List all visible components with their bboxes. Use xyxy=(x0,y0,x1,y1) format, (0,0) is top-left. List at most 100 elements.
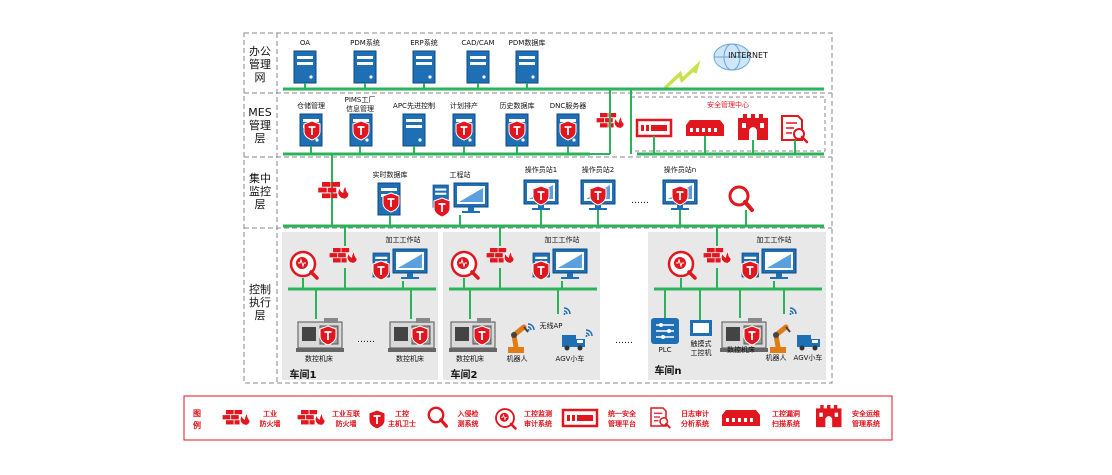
log-audit-icon xyxy=(780,114,809,144)
central-node-opn: 操作员站n xyxy=(662,165,698,211)
mes-node-label: 计划排产 xyxy=(450,101,478,110)
office-node-label: PDM数据库 xyxy=(509,38,546,47)
central-node-op2: 操作员站2 xyxy=(580,165,616,211)
legend-item-host-guard: 工控 主机卫士 xyxy=(368,409,416,430)
station-label: 加工工作站 xyxy=(545,235,580,244)
central-node-label: 操作员站2 xyxy=(582,165,614,174)
machine-label: 数控机床 xyxy=(305,354,333,363)
mes-node-label: 仓储管理 xyxy=(297,101,325,110)
office-node-oa: OA xyxy=(293,39,317,84)
legend-item-label: 统一安全 xyxy=(608,409,637,418)
central-layer: 实时数据库 工程站 操作员站1 操作员站2 …… 操作员站n xyxy=(283,154,824,228)
shield-icon xyxy=(743,325,761,346)
legend-item-label: 日志审计 xyxy=(681,409,709,418)
machine-label: 数控机床 xyxy=(727,345,755,354)
diagram-frame xyxy=(243,32,833,384)
central-node-label: 工程站 xyxy=(450,170,471,179)
layer-label-office: 办公 管理 网 xyxy=(249,45,271,84)
layer-label-central-2: 监控 xyxy=(249,184,271,198)
machine-label: 数控机床 xyxy=(456,354,484,363)
office-node-label: OA xyxy=(300,39,310,47)
shield-icon xyxy=(589,185,607,206)
legend-item-ids: 入侵检 测系统 xyxy=(427,406,479,428)
workshop-n-name: 车间n xyxy=(654,364,681,377)
layer-label-office-1: 办公 xyxy=(249,45,271,58)
layer-label-office-2: 管理 xyxy=(249,57,271,71)
shield-icon xyxy=(303,120,321,141)
shield-icon xyxy=(319,325,337,346)
scanner-icon xyxy=(722,410,760,426)
shield-icon xyxy=(352,120,370,141)
mes-node-label: PIMS工厂 xyxy=(345,96,376,104)
lightning-icon xyxy=(663,60,701,90)
layer-label-mes: MES 管理 层 xyxy=(248,106,271,145)
legend-item-scanner: 工控漏洞 扫描系统 xyxy=(722,409,800,428)
legend-item-label-2: 防火墙 xyxy=(260,419,281,428)
ap-label: 无线AP xyxy=(539,321,562,330)
layer-label-office-3: 网 xyxy=(255,71,266,84)
office-node-label: CAD/CAM xyxy=(461,39,494,47)
central-node-eng-station: 工程站 xyxy=(432,170,489,218)
legend-item-label: 工业互联 xyxy=(332,409,361,418)
legend-item-label: 工控监测 xyxy=(524,409,552,418)
workshop-2-name: 车间2 xyxy=(451,368,478,381)
layer-label-control-3: 层 xyxy=(255,309,266,322)
audit-icon xyxy=(450,250,480,280)
plc-label: PLC xyxy=(658,346,671,354)
legend-item-label: 工控 xyxy=(395,409,409,418)
server-icon xyxy=(466,50,490,84)
shield-icon xyxy=(455,120,473,141)
central-node-label: 操作员站1 xyxy=(525,165,557,174)
layer-label-control: 控制 执行 层 xyxy=(249,282,271,322)
layer-label-central-3: 层 xyxy=(255,198,266,211)
scanner-icon xyxy=(686,120,724,136)
central-ellipsis: …… xyxy=(631,196,649,206)
server-icon xyxy=(515,50,539,84)
shield-icon xyxy=(532,260,550,281)
workshop-ellipsis: …… xyxy=(615,336,633,346)
legend-item-log-audit: 日志审计 分析系统 xyxy=(650,407,709,429)
mes-node-label: DNC服务器 xyxy=(550,101,587,110)
audit-icon xyxy=(667,250,697,280)
office-layer: OA PDM系统 ERP系统 CAD/CAM PDM数据库 INTERNET xyxy=(283,38,824,91)
layer-label-control-2: 执行 xyxy=(249,295,271,309)
office-node-cad: CAD/CAM xyxy=(461,39,495,84)
shield-icon xyxy=(508,120,526,141)
station-label: 加工工作站 xyxy=(757,235,792,244)
server-icon xyxy=(402,113,426,147)
plc-icon xyxy=(650,317,680,345)
layer-label-central: 集中 监控 层 xyxy=(249,171,271,211)
internet-label: INTERNET xyxy=(728,51,768,60)
machine-ellipsis: …… xyxy=(357,335,375,345)
server-icon xyxy=(293,50,317,84)
central-node-label: 实时数据库 xyxy=(373,170,408,179)
layer-label-central-1: 集中 xyxy=(249,171,271,185)
mes-node-label: APC先进控制 xyxy=(393,101,435,110)
office-node-pdm-db: PDM数据库 xyxy=(509,38,546,84)
shield-icon xyxy=(473,325,491,346)
mes-node-history-db: 历史数据库 xyxy=(500,101,535,147)
machine-label: 数控机床 xyxy=(396,354,424,363)
shield-icon xyxy=(433,197,451,218)
legend: 图 例 工业 防火墙 工业互联 防火墙 工控 主机卫士 入侵检 测系统 工控监测… xyxy=(183,395,893,441)
legend-item-industrial-firewall: 工业 防火墙 xyxy=(222,409,281,428)
monitor-icon xyxy=(453,182,489,214)
office-node-label: PDM系统 xyxy=(350,38,380,47)
legend-item-ops: 安全运维 管理系统 xyxy=(816,405,880,428)
server-icon xyxy=(412,50,436,84)
office-node-pdm: PDM系统 xyxy=(350,38,380,84)
legend-item-label: 安全运维 xyxy=(852,409,880,418)
legend-item-label: 入侵检 xyxy=(457,409,479,418)
shield-icon xyxy=(368,409,386,430)
firewall-icon xyxy=(317,181,350,200)
layer-label-mes-2: 管理 xyxy=(249,118,271,132)
touch-label-2: 工控机 xyxy=(691,348,712,357)
layer-label-control-1: 控制 xyxy=(249,282,271,296)
workshop-n: 加工工作站 PLC 触摸式 工控机 数控机床 机器人 AGV小车 车间n xyxy=(650,226,822,377)
shield-icon xyxy=(559,120,577,141)
robot-label: 机器人 xyxy=(766,353,787,362)
legend-frame xyxy=(183,395,893,441)
platform-icon xyxy=(635,118,673,138)
